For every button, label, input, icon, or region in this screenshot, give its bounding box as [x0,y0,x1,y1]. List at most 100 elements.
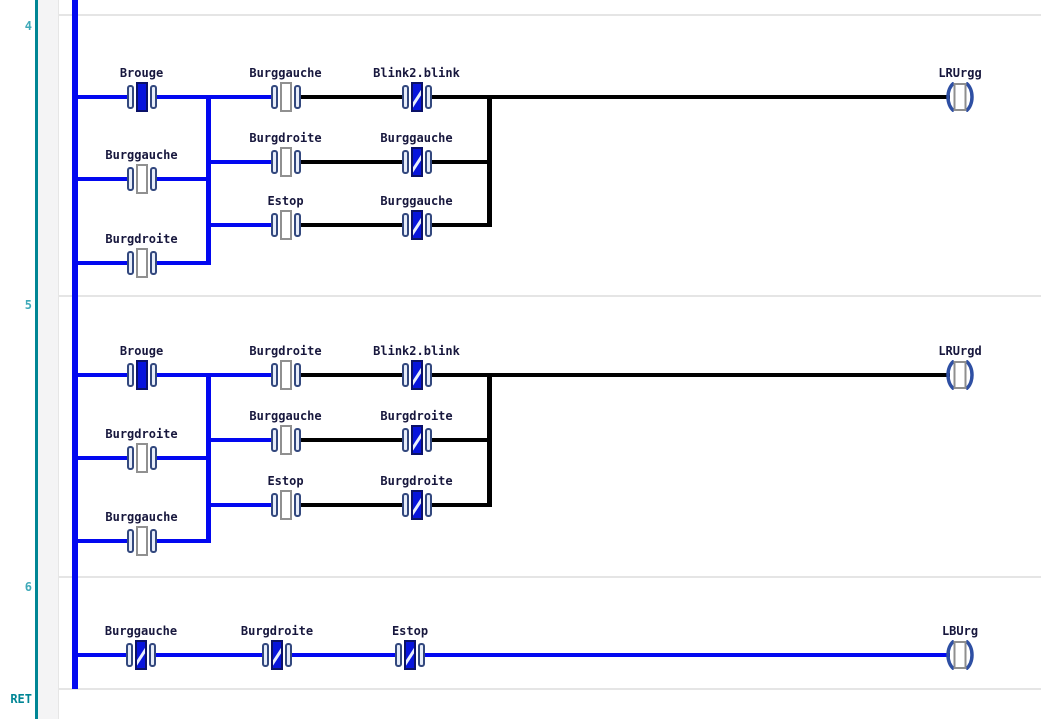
rung-number-5[interactable]: 5 [24,298,32,312]
margin-gutter [38,0,59,719]
contact-bar-right [149,167,157,191]
contact-bar-left [401,428,409,452]
wire-segment [77,539,127,543]
contact-bar-right [424,85,432,109]
contact-bar-right [424,213,432,237]
contact-bar-left [270,213,278,237]
contact-state-box [404,640,416,670]
contact-burgdroite[interactable]: Burgdroite [380,409,453,455]
contact-state-box [279,82,292,112]
contact-burgdroite[interactable]: Burgdroite [105,427,178,473]
wire-segment [156,653,262,657]
wire-segment [205,503,271,507]
contact-label: Blink2.blink [373,66,460,80]
contact-burgdroite[interactable]: Burgdroite [249,344,322,390]
contact-state-box [410,490,423,520]
return-marker[interactable]: RET [10,692,32,706]
wire-segment [77,456,127,460]
contact-burggauche[interactable]: Burggauche [380,131,453,177]
contact-state-box [410,82,423,112]
contact-label: Burgdroite [105,232,178,246]
contact-label: Burggauche [249,409,322,423]
contact-state-box [410,147,423,177]
contact-state-box [279,210,292,240]
contact-state-box [135,248,148,278]
contact-bar-right [149,251,157,275]
contact-bar-left [270,493,278,517]
contact-burggauche[interactable]: Burggauche [105,148,178,194]
contact-bar-left [126,643,133,667]
wire-segment [431,438,492,442]
contact-estop[interactable]: Estop [267,194,304,240]
contact-burggauche[interactable]: Burggauche [105,510,178,556]
contact-state-box [135,164,148,194]
coil-icon [946,82,974,112]
branch-junction-wire [205,373,211,543]
coil-lrurgd[interactable]: LRUrgd [938,344,982,390]
coil-lburg[interactable]: LBUrg [942,624,978,670]
network-separator [35,576,1041,578]
margin-accent-line [35,0,38,719]
contact-bar-left [270,428,278,452]
contact-burgdroite[interactable]: Burgdroite [241,624,313,670]
negation-slash-icon [406,644,414,668]
wire-segment [156,261,211,265]
contact-bar-right [149,363,157,387]
rung-number-4[interactable]: 4 [24,19,32,33]
contact-blink2-blink[interactable]: Blink2.blink [373,344,460,390]
contact-estop[interactable]: Estop [267,474,304,520]
power-rail [72,0,78,689]
contact-label: Blink2.blink [373,344,460,358]
contact-bar-right [424,363,432,387]
network-separator [35,14,1041,16]
contact-state-box [410,210,423,240]
contact-bar-left [401,213,409,237]
branch-junction-wire [205,95,211,265]
contact-state-box [279,490,292,520]
rung-number-6[interactable]: 6 [24,580,32,594]
contact-burgdroite[interactable]: Burgdroite [105,232,178,278]
contact-bar-right [424,428,432,452]
wire-segment [205,160,271,164]
contact-bar-left [270,85,278,109]
contact-state-box [135,443,148,473]
wire-segment [77,373,127,377]
contact-bar-right [424,150,432,174]
contact-label: Estop [267,194,304,208]
contact-bar-left [401,85,409,109]
contact-bar-right [418,643,425,667]
network-separator [35,295,1041,297]
contact-bar-left [395,643,402,667]
contact-burgdroite[interactable]: Burgdroite [249,131,322,177]
contact-bar-left [262,643,269,667]
contact-brouge[interactable]: Brouge [120,344,163,390]
negation-slash-icon [273,644,281,668]
wire-segment [431,373,490,377]
coil-lrurgg[interactable]: LRUrgg [938,66,982,112]
wire-segment [156,539,211,543]
wire-segment [431,223,492,227]
contact-bar-left [270,150,278,174]
contact-bar-left [401,150,409,174]
contact-bar-left [126,167,134,191]
contact-burggauche[interactable]: Burggauche [380,194,453,240]
contact-blink2-blink[interactable]: Blink2.blink [373,66,460,112]
contact-burggauche[interactable]: Burggauche [105,624,177,670]
contact-label: Burggauche [105,510,178,524]
contact-burggauche[interactable]: Burggauche [249,66,322,112]
wire-segment [425,653,950,657]
contact-estop[interactable]: Estop [392,624,428,670]
contact-brouge[interactable]: Brouge [120,66,163,112]
wire-segment [300,503,402,507]
contact-state-box [135,360,148,390]
network-separator [35,688,1041,690]
contact-burgdroite[interactable]: Burgdroite [380,474,453,520]
coil-icon [946,360,974,390]
wire-segment [205,223,271,227]
wire-segment [156,373,271,377]
wire-segment [300,160,402,164]
contact-burggauche[interactable]: Burggauche [249,409,322,455]
